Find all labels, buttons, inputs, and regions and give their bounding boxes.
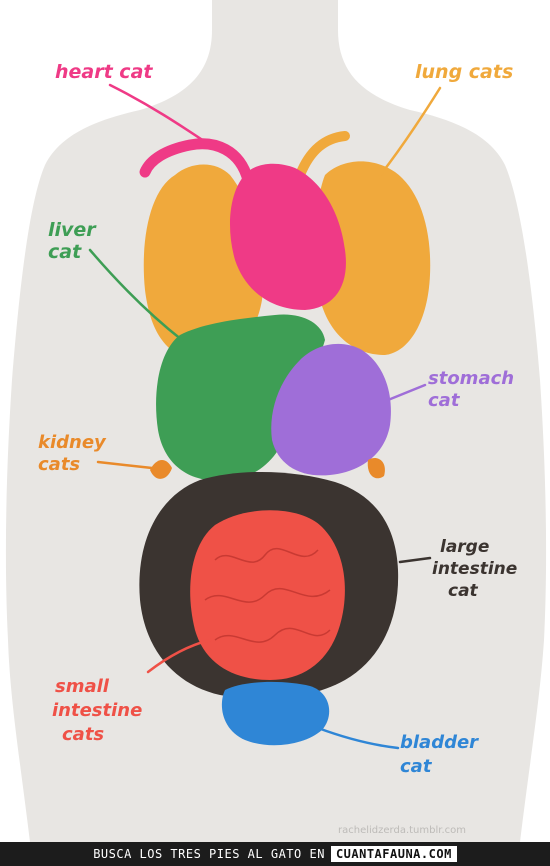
bladder-leader-line	[316, 726, 400, 750]
left-kidney-cat	[150, 459, 172, 479]
small-intestine-texture	[204, 547, 331, 643]
large-intestine-cat-label-line2: intestine	[432, 559, 517, 579]
heart-cat-tail	[139, 138, 254, 186]
footer-caption: BUSCA LOS TRES PIES AL GATO EN	[93, 847, 325, 861]
stomach-leader-line	[386, 383, 427, 402]
heart-cat-label: heart cat	[55, 61, 153, 83]
heart-cat	[230, 163, 346, 310]
large-intestine-cat-label-line3: cat	[448, 581, 479, 601]
liver-cat-label-line1: liver	[48, 219, 97, 241]
footer-bar: BUSCA LOS TRES PIES AL GATO EN CUANTAFAU…	[0, 842, 550, 866]
small-intestine-cats	[190, 510, 345, 680]
liver-cat-label-line2: cat	[48, 241, 82, 263]
small-intestine-leader-line	[146, 638, 212, 674]
lung-cat-tail	[295, 131, 350, 180]
lung-leader-line	[376, 86, 442, 180]
anatomy-illustration: heart cat lung cats liver cat stomach ca…	[5, 0, 547, 842]
footer-site-link[interactable]: CUANTAFAUNA.COM	[330, 846, 457, 862]
liver-leader-line	[88, 248, 184, 342]
right-lung-cat	[314, 161, 431, 355]
kidney-leader-line	[96, 460, 154, 470]
large-intestine-cat-label-line1: large	[440, 537, 489, 557]
stomach-cat-label-line1: stomach	[428, 368, 514, 389]
heart-leader-line	[108, 83, 212, 147]
small-intestine-cats-label-line3: cats	[62, 724, 104, 745]
lung-cats-label: lung cats	[415, 61, 513, 83]
bladder-cat-label-line1: bladder	[400, 732, 479, 753]
bladder-cat	[221, 681, 330, 746]
kidney-cats-label-line2: cats	[38, 454, 80, 475]
kidney-cats-label-line1: kidney	[38, 432, 107, 453]
stomach-cat	[271, 343, 391, 476]
small-intestine-cats-label-line1: small	[55, 676, 110, 697]
large-intestine-leader-line	[398, 556, 432, 564]
stomach-cat-label-line2: cat	[428, 390, 461, 411]
artist-watermark: rachelidzerda.tumblr.com	[338, 825, 466, 836]
small-intestine-cats-label-line2: intestine	[52, 700, 142, 721]
bladder-cat-label-line2: cat	[400, 756, 433, 777]
right-kidney-cat	[367, 457, 385, 479]
